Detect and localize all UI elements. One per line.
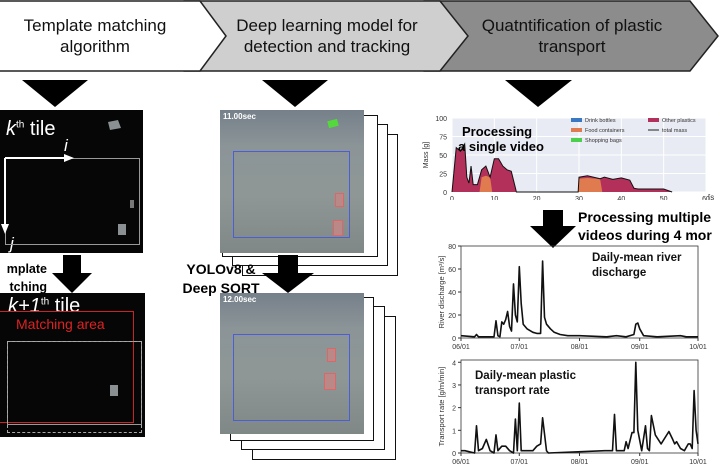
ij-axes-icon — [1, 120, 134, 235]
y-tick-label: 40 — [448, 290, 456, 297]
x-tick-label: 20 — [533, 196, 541, 200]
frame-2-timestamp: 12.00sec — [223, 295, 257, 304]
y-tick-label: 50 — [439, 153, 447, 160]
x-tick-label: 08/01 — [571, 459, 589, 466]
detected-object — [327, 118, 339, 129]
legend-item: Other plastics — [662, 118, 696, 124]
detected-object — [333, 220, 343, 236]
x-tick-label: 10 — [490, 196, 498, 200]
y-axis-label: Mass [g] — [423, 142, 430, 169]
detected-object — [335, 193, 344, 207]
step-2-line1: Deep learning model for — [236, 16, 418, 35]
y-tick-label: 2 — [452, 406, 456, 413]
y-axis-label: River discharge [m³/s] — [437, 256, 446, 329]
transport-chart: 0 1 2 3 4 06/01 07/01 08/01 09/01 10/01 Transport … — [437, 359, 707, 466]
legend-item: Shopping bags — [585, 138, 622, 144]
kth-tile-image: kth tile i j — [0, 110, 143, 253]
k1th-tile-image: k+1th tile Matching area — [0, 293, 145, 437]
series-line — [461, 361, 699, 454]
step-3-line2: transport — [538, 37, 606, 56]
y-tick-label: 75 — [439, 135, 447, 142]
y-tick-label: 4 — [452, 360, 456, 367]
x-tick-label: 60 — [702, 196, 710, 200]
roi-box — [233, 334, 350, 421]
matching-area-label: Matching area — [16, 316, 105, 332]
y-axis-label: Transport rate [g/m/min] — [437, 367, 446, 447]
legend-swatch — [648, 118, 659, 122]
x-tick-label: 07/01 — [511, 344, 529, 351]
detected-object — [324, 373, 336, 390]
legend-swatch — [571, 128, 582, 132]
x-tick-label: 0 — [450, 196, 454, 200]
y-tick-label: 20 — [448, 313, 456, 320]
frame-1-timestamp: 11.00sec — [223, 112, 256, 121]
y-tick-label: 80 — [448, 244, 456, 251]
y-tick-label: 100 — [435, 116, 447, 123]
detected-object — [327, 348, 336, 362]
legend-item: Drink bottles — [585, 118, 616, 124]
legend-swatch — [571, 138, 582, 142]
chart-title-line1: Daily-mean river — [592, 252, 682, 264]
x-tick-label: 10/01 — [689, 459, 707, 466]
chart-title-line2: discharge — [592, 267, 646, 279]
down-arrow-icon — [530, 210, 576, 248]
x-tick-label: 07/01 — [511, 459, 529, 466]
step-1-chevron — [0, 0, 227, 72]
y-tick-label: 0 — [443, 190, 447, 197]
legend-item: total mass — [662, 128, 687, 134]
x-axis-unit: [s — [708, 193, 714, 200]
down-arrow-icon — [52, 255, 92, 293]
down-arrow-icon — [505, 80, 572, 107]
video-frame-2: 12.00sec — [220, 293, 364, 434]
step-3-title: Quatntification of plastic transport — [452, 0, 692, 72]
x-tick-label: 40 — [617, 196, 625, 200]
y-tick-label: 60 — [448, 267, 456, 274]
x-tick-label: 06/01 — [452, 344, 470, 351]
x-tick-label: 09/01 — [631, 344, 649, 351]
chart-title-line1: Daily-mean plastic — [475, 370, 577, 382]
plastic-debris — [110, 385, 118, 396]
axis-i-label: i — [64, 136, 68, 155]
discharge-chart: 0 20 40 60 80 06/01 07/01 08/01 09/01 10/01 River … — [437, 244, 707, 351]
y-tick-label: 0 — [452, 336, 456, 343]
tile-boundary — [7, 341, 142, 433]
y-tick-label: 0 — [452, 451, 456, 458]
step-1-line2: algorithm — [60, 37, 130, 56]
yolo-deepsort-label: YOLOv8 &Deep SORT — [182, 261, 260, 296]
legend-item: Food containers — [585, 128, 625, 134]
x-tick-label: 09/01 — [631, 459, 649, 466]
x-tick-label: 10/01 — [689, 344, 707, 351]
total-mass-line — [451, 142, 673, 193]
x-tick-label: 08/01 — [571, 344, 589, 351]
y-tick-label: 3 — [452, 383, 456, 390]
y-tick-label: 25 — [439, 172, 447, 179]
step-3-line1: Quatntification of plastic — [481, 16, 663, 35]
other-plastics-area — [452, 143, 673, 192]
matching-area-box — [0, 311, 134, 423]
y-tick-label: 1 — [452, 428, 456, 435]
kth-tile-label: kth tile — [6, 118, 56, 140]
x-tick-label: 06/01 — [452, 459, 470, 466]
mass-chart: 0 10 20 30 40 50 60 0 25 50 75 100 [s Mass [g] Drink b… — [423, 116, 714, 200]
x-tick-label: 30 — [575, 196, 583, 200]
step-2-title: Deep learning model for detection and tra… — [212, 0, 442, 72]
roi-box — [233, 151, 350, 238]
process-header — [0, 0, 719, 107]
axis-j-label: j — [10, 234, 14, 253]
step-2-line2: detection and tracking — [243, 37, 411, 56]
down-arrow-icon — [22, 80, 88, 107]
down-arrow-icon — [262, 80, 328, 107]
down-arrow-icon — [262, 255, 314, 293]
chart-title-line2: transport rate — [475, 385, 550, 397]
series-line — [460, 260, 698, 338]
video-frame-1: 11.00sec — [220, 110, 364, 253]
step-1-title: Template matching algorithm — [0, 0, 190, 72]
step-1-line1: Template matching — [23, 16, 167, 35]
legend-swatch — [571, 118, 582, 122]
x-tick-label: 50 — [660, 196, 668, 200]
